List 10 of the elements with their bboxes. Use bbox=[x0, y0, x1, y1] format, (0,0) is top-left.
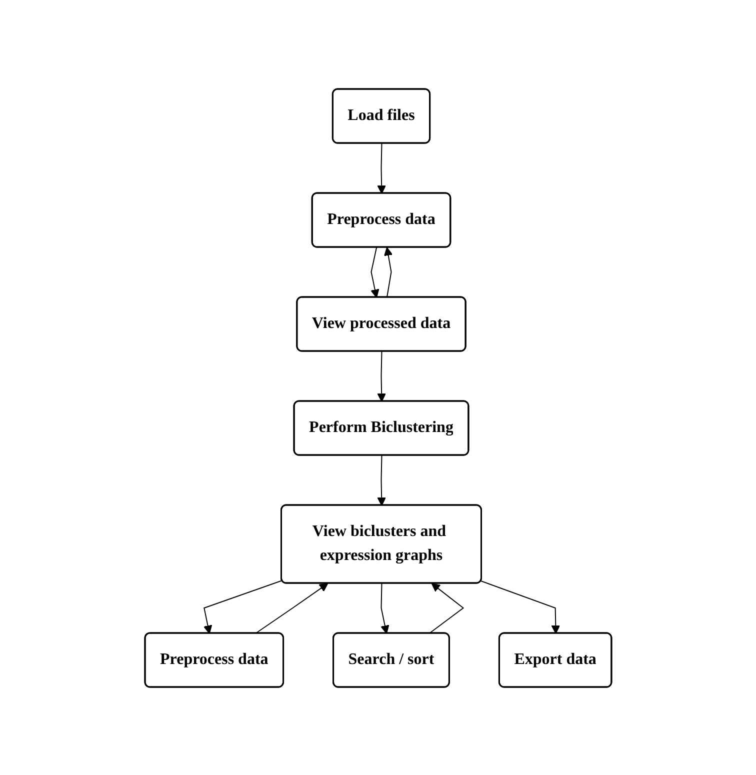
arrow bbox=[384, 246, 392, 298]
arrow bbox=[480, 580, 560, 634]
arrow bbox=[203, 580, 282, 634]
arrow bbox=[370, 246, 380, 298]
arrow bbox=[428, 582, 464, 634]
arrow bbox=[380, 582, 390, 634]
arrow bbox=[376, 454, 386, 506]
arrow bbox=[376, 350, 386, 402]
arrow bbox=[254, 582, 328, 634]
arrow bbox=[376, 142, 386, 194]
